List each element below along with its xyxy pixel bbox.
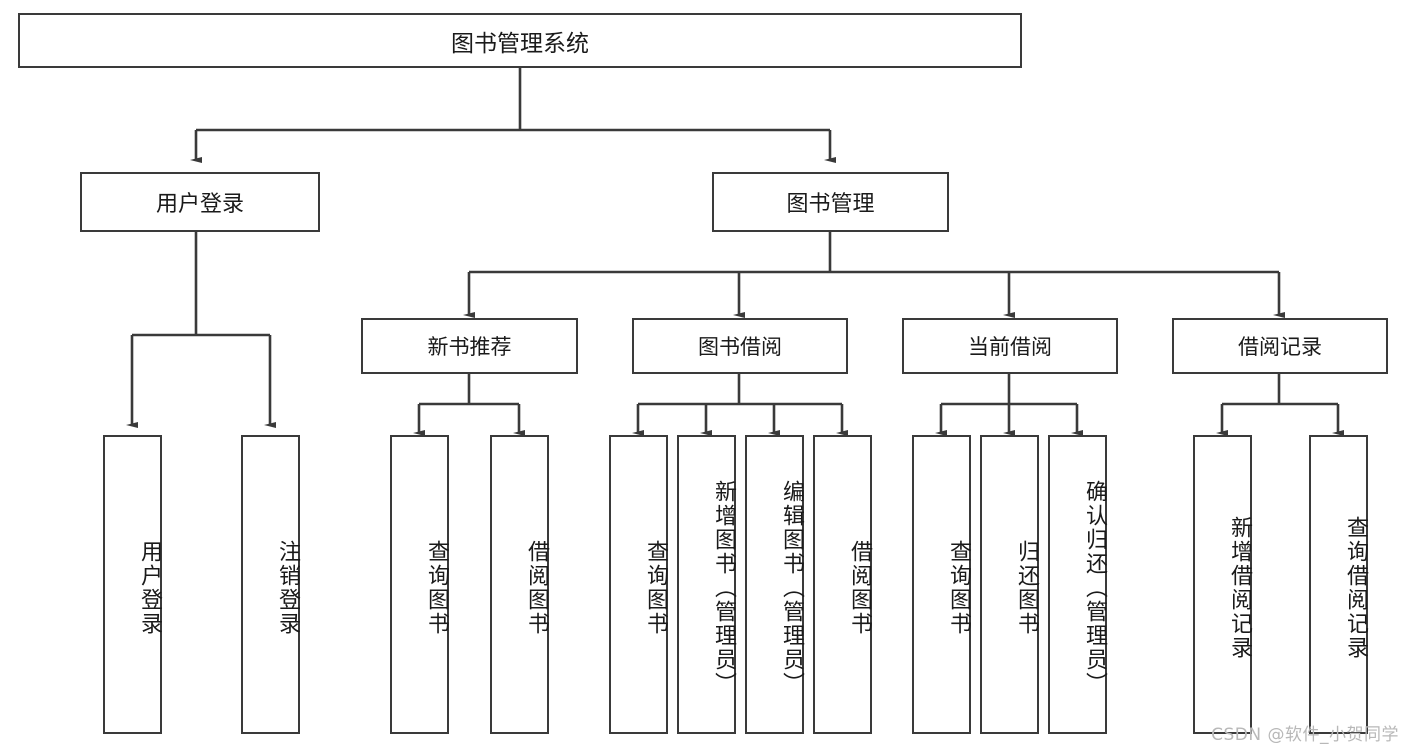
leaf-borrow-borrow-book[interactable]: 借阅图书 — [813, 435, 872, 734]
node-label: 编辑图书（管理员） — [779, 479, 804, 696]
leaf-borrow-edit-book-admin[interactable]: 编辑图书（管理员） — [745, 435, 804, 734]
node-label: 图书管理系统 — [451, 30, 589, 57]
node-label: 查询借阅记录 — [1343, 515, 1368, 660]
leaf-borrow-add-book-admin[interactable]: 新增图书（管理员） — [677, 435, 736, 734]
node-label: 借阅图书 — [524, 539, 549, 636]
leaf-newbook-query-book[interactable]: 查询图书 — [390, 435, 449, 734]
node-current-borrow[interactable]: 当前借阅 — [902, 318, 1118, 374]
node-label: 当前借阅 — [968, 335, 1052, 359]
leaf-current-query-book[interactable]: 查询图书 — [912, 435, 971, 734]
node-label: 图书管理 — [786, 192, 875, 217]
leaf-newbook-borrow-book[interactable]: 借阅图书 — [490, 435, 549, 734]
node-label: 归还图书 — [1014, 539, 1039, 636]
node-label: 查询图书 — [424, 539, 449, 636]
node-label: 查询图书 — [946, 539, 971, 636]
leaf-user-logout[interactable]: 注销登录 — [241, 435, 300, 734]
node-user-login[interactable]: 用户登录 — [80, 172, 320, 232]
node-label: 用户登录 — [137, 539, 162, 636]
node-label: 用户登录 — [155, 192, 244, 217]
node-book-borrow[interactable]: 图书借阅 — [632, 318, 848, 374]
node-label: 新增图书（管理员） — [711, 479, 736, 696]
node-label: 借阅图书 — [847, 539, 872, 636]
node-label: 确认归还（管理员） — [1082, 479, 1107, 696]
node-label: 借阅记录 — [1238, 335, 1322, 359]
node-root-system[interactable]: 图书管理系统 — [18, 13, 1022, 68]
node-label: 查询图书 — [643, 539, 668, 636]
node-new-book-recommend[interactable]: 新书推荐 — [361, 318, 578, 374]
node-label: 注销登录 — [275, 539, 300, 636]
node-borrow-record[interactable]: 借阅记录 — [1172, 318, 1388, 374]
node-label: 图书借阅 — [698, 335, 782, 359]
watermark: CSDN @软件_小贺同学 — [1211, 725, 1399, 745]
node-book-management[interactable]: 图书管理 — [712, 172, 949, 232]
leaf-current-confirm-return-admin[interactable]: 确认归还（管理员） — [1048, 435, 1107, 734]
node-label: 新增借阅记录 — [1227, 515, 1252, 660]
leaf-borrow-query-book[interactable]: 查询图书 — [609, 435, 668, 734]
leaf-current-return-book[interactable]: 归还图书 — [980, 435, 1039, 734]
node-label: 新书推荐 — [427, 335, 512, 359]
leaf-user-login[interactable]: 用户登录 — [103, 435, 162, 734]
leaf-record-query-record[interactable]: 查询借阅记录 — [1309, 435, 1368, 734]
leaf-record-add-record[interactable]: 新增借阅记录 — [1193, 435, 1252, 734]
